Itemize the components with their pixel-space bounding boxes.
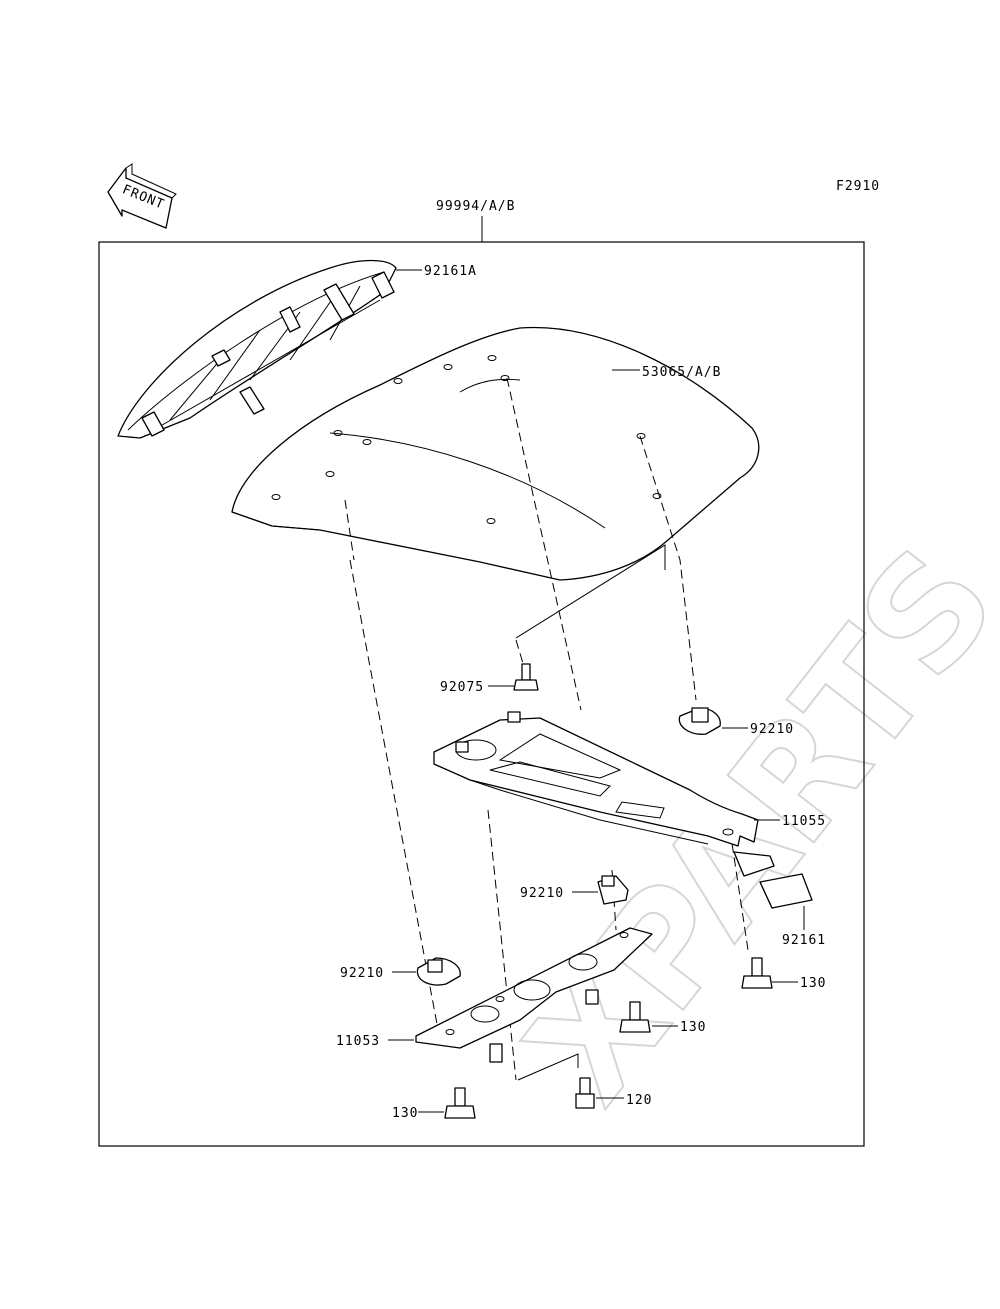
nut-92210-middle — [597, 875, 629, 905]
seat-cover-frame — [117, 259, 397, 439]
bolt-92075 — [513, 663, 539, 691]
bracket-11055 — [433, 711, 775, 877]
label-11053: 11053 — [336, 1034, 380, 1049]
label-120: 120 — [626, 1093, 652, 1108]
damper-92161 — [759, 873, 813, 909]
seat-cover — [231, 326, 760, 581]
bolt-130-middle — [619, 1001, 651, 1033]
nut-92210-left — [416, 957, 461, 986]
label-92210-left: 92210 — [340, 966, 384, 981]
label-99994: 99994/A/B — [436, 199, 515, 214]
bracket-11053 — [415, 927, 653, 1063]
label-130-left: 130 — [392, 1106, 418, 1121]
label-53065: 53065/A/B — [642, 365, 721, 380]
label-92161: 92161 — [782, 933, 826, 948]
socket-bolt-120 — [575, 1077, 595, 1109]
label-92210-middle: 92210 — [520, 886, 564, 901]
label-130-right: 130 — [800, 976, 826, 991]
label-92075: 92075 — [440, 680, 484, 695]
label-11055: 11055 — [782, 814, 826, 829]
front-arrow-icon: FRONT — [107, 163, 177, 229]
nut-92210-right — [678, 707, 721, 735]
bolt-130-right — [741, 957, 773, 989]
figure-code: F2910 — [836, 179, 880, 194]
label-92161a: 92161A — [424, 264, 477, 279]
label-92210-right: 92210 — [750, 722, 794, 737]
label-130-middle: 130 — [680, 1020, 706, 1035]
bolt-130-left — [444, 1087, 476, 1119]
